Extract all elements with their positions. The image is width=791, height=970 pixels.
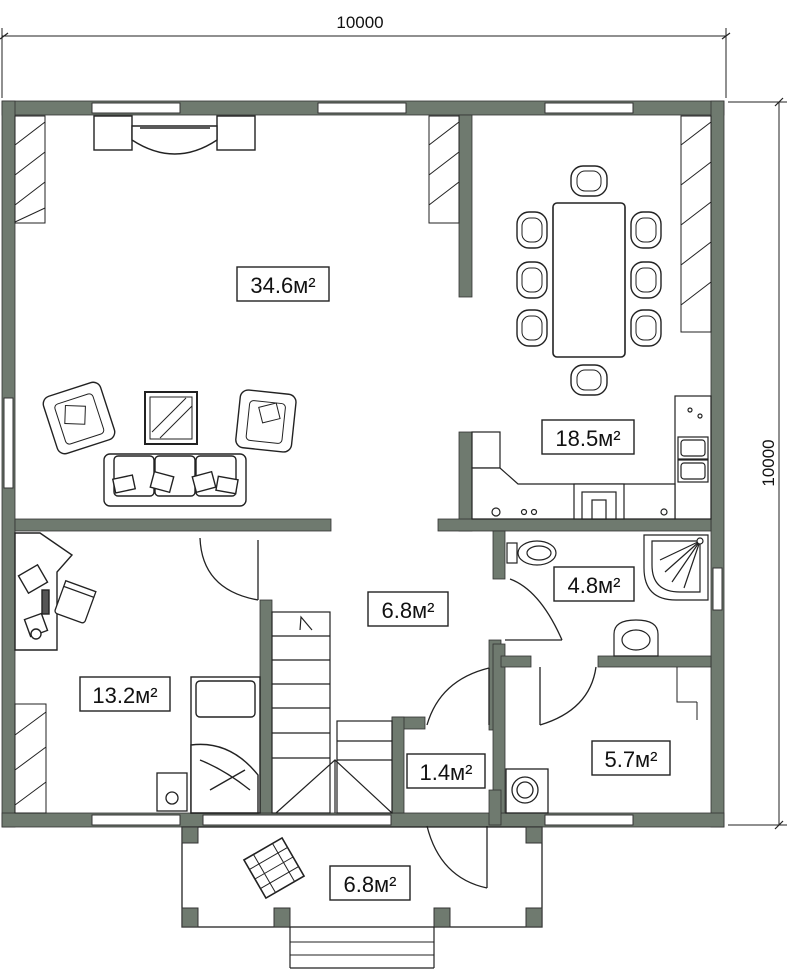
desk-icon [14, 532, 74, 651]
kitchen-counter-icon [471, 395, 712, 520]
svg-text:13.2м²: 13.2м² [92, 683, 157, 708]
toilet-icon [506, 540, 557, 566]
armchair-right-icon [235, 389, 297, 453]
room-label-laundry: 5.7м² [591, 740, 671, 776]
svg-text:4.8м²: 4.8м² [567, 573, 620, 598]
sofa-icon [103, 453, 247, 507]
dimension-top: 10000 [0, 13, 731, 98]
tv-unit-icon [93, 115, 256, 155]
nightstand-icon [156, 772, 188, 812]
svg-text:6.8м²: 6.8м² [343, 872, 396, 897]
dimension-height-label: 10000 [759, 439, 778, 486]
svg-text:18.5м²: 18.5м² [555, 426, 620, 451]
svg-text:6.8м²: 6.8м² [381, 598, 434, 623]
room-label-living: 34.6м² [236, 266, 330, 302]
room-label-kitchen: 18.5м² [541, 419, 635, 455]
shower-icon [643, 534, 709, 601]
dining-set-icon [516, 165, 662, 396]
cabinet-outline [676, 667, 698, 720]
coffee-table-icon [144, 391, 198, 445]
office-chair-icon [54, 579, 97, 624]
svg-text:1.4м²: 1.4м² [419, 760, 472, 785]
room-label-bedroom: 13.2м² [79, 676, 171, 712]
radiators [14, 115, 712, 814]
bed-icon [190, 676, 261, 814]
porch-chair-icon [242, 836, 306, 900]
dimension-width-label: 10000 [336, 13, 383, 32]
armchair-left-icon [42, 381, 116, 455]
room-labels: 34.6м² 18.5м² 6.8м² 4.8м² 13.2м² 1.4м² 5… [79, 266, 671, 901]
windows [3, 102, 723, 826]
svg-text:5.7м²: 5.7м² [604, 747, 657, 772]
room-label-bathroom: 4.8м² [553, 566, 635, 602]
sink-icon [613, 619, 659, 657]
washing-machine-icon [505, 768, 549, 814]
interior-walls [14, 114, 712, 826]
staircase-icon [271, 611, 393, 814]
svg-text:34.6м²: 34.6м² [250, 273, 315, 298]
room-label-hall: 6.8м² [367, 591, 449, 627]
dimension-right: 10000 [728, 97, 787, 830]
doors [199, 537, 597, 889]
room-label-closet: 1.4м² [406, 753, 486, 789]
room-label-porch: 6.8м² [329, 865, 411, 901]
